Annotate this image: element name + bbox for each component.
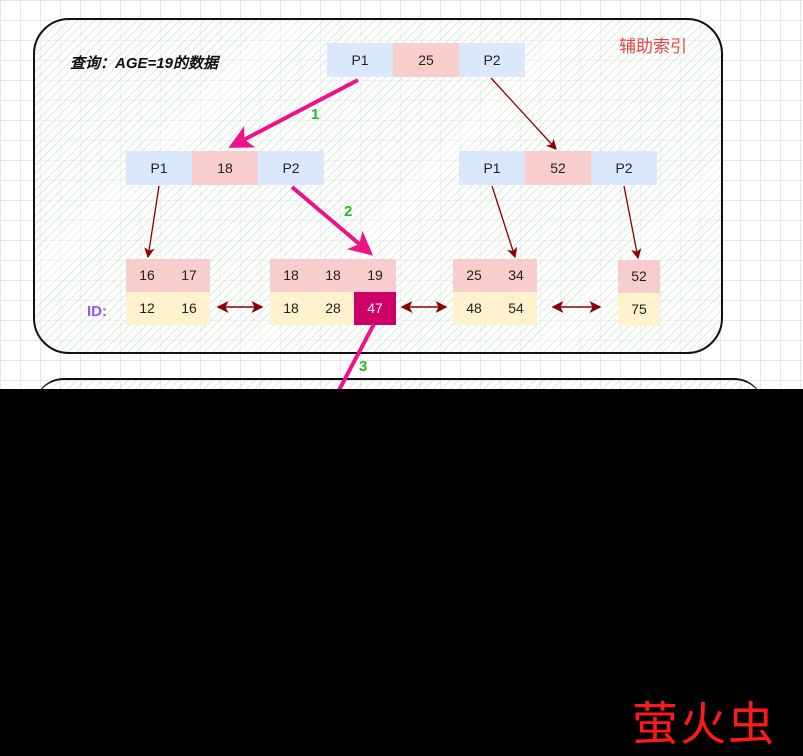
- leaf-id: 16: [168, 292, 210, 325]
- mid-left-node: P1 18 P2: [126, 151, 324, 185]
- leaf-node: 25 34 48 54: [453, 259, 537, 325]
- mid-left-pointer-right: P2: [258, 151, 324, 185]
- index-label: 辅助索引: [619, 37, 687, 56]
- id-label: ID:: [87, 303, 107, 320]
- step-3-label: 3: [359, 358, 368, 375]
- step-2-label: 2: [344, 203, 353, 220]
- watermark: 萤火虫: [632, 697, 776, 751]
- obscured-region: [0, 389, 803, 756]
- root-node: P1 25 P2: [327, 43, 525, 77]
- mid-left-key: 18: [192, 151, 258, 185]
- mid-left-pointer-left: P1: [126, 151, 192, 185]
- leaf-key: 52: [618, 260, 660, 293]
- leaf-id: 18: [270, 292, 312, 325]
- leaf-id: 12: [126, 292, 168, 325]
- mid-right-pointer-right: P2: [591, 151, 657, 185]
- leaf-id: 75: [618, 293, 660, 326]
- root-key: 25: [393, 43, 459, 77]
- leaf-key: 18: [270, 259, 312, 292]
- step-1-label: 1: [311, 106, 320, 123]
- leaf-id-highlighted: 47: [354, 292, 396, 325]
- leaf-key: 17: [168, 259, 210, 292]
- leaf-key: 19: [354, 259, 396, 292]
- leaf-key: 16: [126, 259, 168, 292]
- leaf-id: 28: [312, 292, 354, 325]
- mid-right-pointer-left: P1: [459, 151, 525, 185]
- leaf-key: 25: [453, 259, 495, 292]
- mid-right-node: P1 52 P2: [459, 151, 657, 185]
- leaf-id: 48: [453, 292, 495, 325]
- leaf-node: 18 18 19 18 28 47: [270, 259, 396, 325]
- leaf-node: 16 17 12 16: [126, 259, 210, 325]
- query-label: 查询：AGE=19的数据: [70, 55, 218, 72]
- leaf-key: 18: [312, 259, 354, 292]
- leaf-node: 52 75: [618, 260, 660, 326]
- root-pointer-left: P1: [327, 43, 393, 77]
- mid-right-key: 52: [525, 151, 591, 185]
- root-pointer-right: P2: [459, 43, 525, 77]
- leaf-key: 34: [495, 259, 537, 292]
- leaf-id: 54: [495, 292, 537, 325]
